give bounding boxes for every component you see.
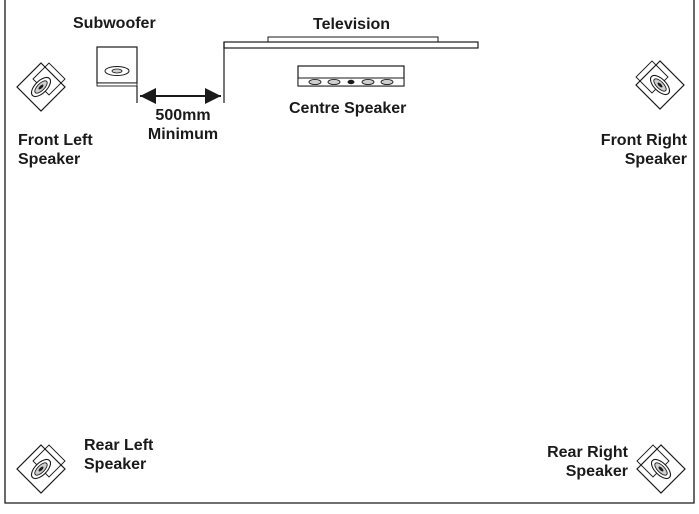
television-label: Television xyxy=(313,16,391,33)
distance-label-line2: Minimum xyxy=(147,126,219,143)
front-right-speaker-label: Front Right Speaker xyxy=(601,131,687,169)
rear-left-speaker-label: Rear Left Speaker xyxy=(84,436,153,474)
front-left-label-line2: Speaker xyxy=(18,151,81,168)
front-right-label-line1: Front Right xyxy=(600,132,687,149)
rear-right-label-line1: Rear Right xyxy=(547,444,628,461)
subwoofer-label: Subwoofer xyxy=(73,15,156,32)
distance-label: 500mm Minimum xyxy=(140,106,226,144)
centre-speaker-label: Centre Speaker xyxy=(289,100,407,117)
front-right-label-line2: Speaker xyxy=(624,151,687,168)
room-walls xyxy=(4,0,695,504)
rear-left-label-line2: Speaker xyxy=(84,456,147,473)
rear-left-label-line1: Rear Left xyxy=(84,437,154,454)
rear-right-label-line2: Speaker xyxy=(565,463,628,480)
subwoofer-shape xyxy=(96,46,138,103)
front-left-label-line1: Front Left xyxy=(18,132,93,149)
distance-label-line1: 500mm xyxy=(155,107,211,124)
television-shape xyxy=(223,36,479,103)
rear-right-speaker-icon xyxy=(636,444,686,494)
front-left-speaker-label: Front Left Speaker xyxy=(18,131,93,169)
rear-right-speaker-label: Rear Right Speaker xyxy=(532,443,628,481)
centre-speaker-shape xyxy=(297,65,405,87)
front-right-speaker-icon xyxy=(635,60,685,110)
front-left-speaker-icon xyxy=(16,62,66,112)
rear-left-speaker-icon xyxy=(16,444,66,494)
